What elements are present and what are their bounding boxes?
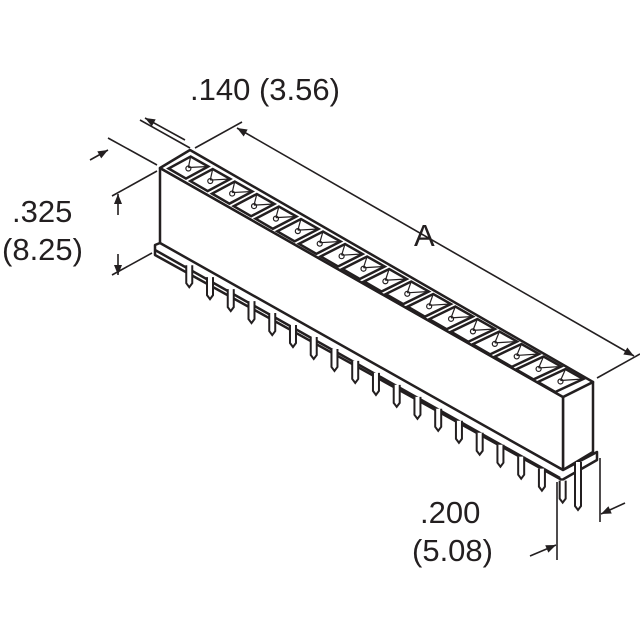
pin — [392, 384, 401, 409]
pin-offset-inch: .200 — [420, 495, 481, 530]
height-mm: (8.25) — [2, 232, 83, 267]
pin — [517, 456, 526, 481]
arrow-140-b — [89, 149, 109, 161]
pin — [413, 396, 422, 421]
pin — [330, 348, 339, 373]
contact-cell — [513, 355, 564, 381]
pin — [206, 277, 215, 301]
pin-offset-mm: (5.08) — [412, 533, 493, 568]
arrow-A — [236, 127, 635, 357]
pin — [496, 444, 505, 469]
pin — [371, 372, 380, 397]
dimension-lines — [89, 117, 640, 560]
contact-cell — [187, 167, 233, 193]
pin — [454, 420, 463, 445]
arrow-140-a — [144, 117, 186, 141]
contact-cell — [535, 367, 586, 394]
pin — [247, 301, 256, 325]
pin — [309, 336, 318, 361]
width-mm: (3.56) — [258, 72, 340, 107]
pin — [351, 360, 360, 385]
pin — [434, 408, 443, 433]
pin — [537, 468, 546, 493]
pin — [185, 265, 194, 289]
pin — [268, 313, 277, 337]
pin — [226, 289, 235, 313]
pin — [288, 325, 297, 349]
pin — [475, 432, 484, 457]
arrow-200-b — [600, 502, 626, 515]
flange — [153, 241, 599, 482]
front-face — [158, 166, 565, 472]
width-inch: .140 — [190, 72, 251, 107]
pin — [558, 480, 567, 505]
pin — [574, 462, 582, 512]
length-dimension-label: A — [414, 218, 435, 253]
contact-cell — [166, 155, 211, 180]
height-inch: .325 — [12, 194, 73, 229]
arrow-200-a — [529, 544, 557, 557]
width-dimension-label: .140 (3.56) — [190, 74, 340, 105]
